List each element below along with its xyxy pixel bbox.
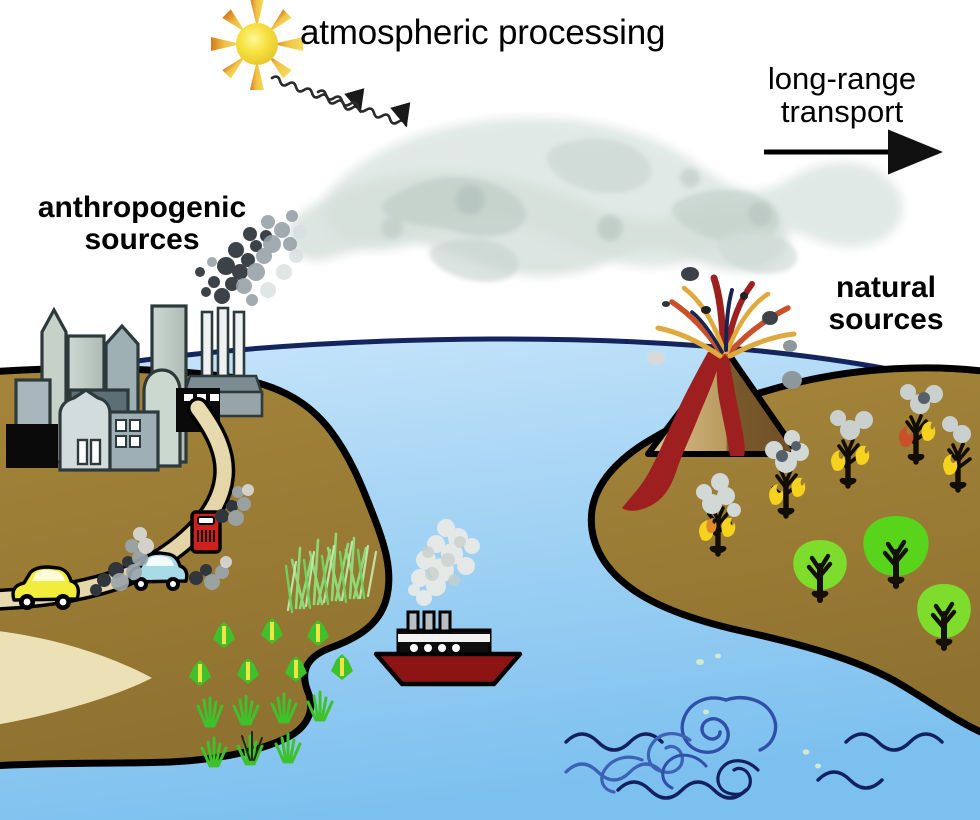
car-blue (127, 551, 189, 591)
sugarcane-field (284, 532, 378, 614)
sun-icon (211, 0, 303, 90)
grass-tufts (196, 690, 334, 768)
bus-red (190, 510, 222, 554)
erupting-volcano (622, 267, 802, 511)
lava-flow (622, 352, 745, 511)
aerosol-haze-plume (288, 117, 904, 282)
agricultural-fields (189, 532, 378, 768)
label-anthropogenic-sources: anthropogenic sources (37, 191, 247, 256)
factory-smoke (195, 210, 307, 306)
factory (176, 210, 307, 432)
car-yellow (11, 565, 81, 610)
vehicle-exhaust (90, 484, 254, 596)
flames (699, 517, 736, 541)
crop-rows (189, 618, 353, 686)
cargo-ship (373, 519, 523, 687)
beach-sand (0, 631, 152, 725)
ocean-wave-swirls (564, 653, 944, 800)
smoke (696, 473, 741, 517)
eruption-plume (655, 274, 797, 359)
cityscape (6, 304, 188, 472)
green-trees (793, 516, 971, 648)
ship-smoke-shade (422, 536, 466, 586)
burning-trees (696, 384, 971, 554)
solar-radiation-arrows (270, 75, 411, 128)
volcanic-ejecta (647, 267, 802, 389)
sun-rays (211, 0, 303, 90)
label-long-range-transport: long-range transport (767, 61, 917, 129)
label-atmospheric-processing: atmospheric processing (300, 13, 666, 52)
label-natural-sources: natural sources (828, 271, 944, 336)
